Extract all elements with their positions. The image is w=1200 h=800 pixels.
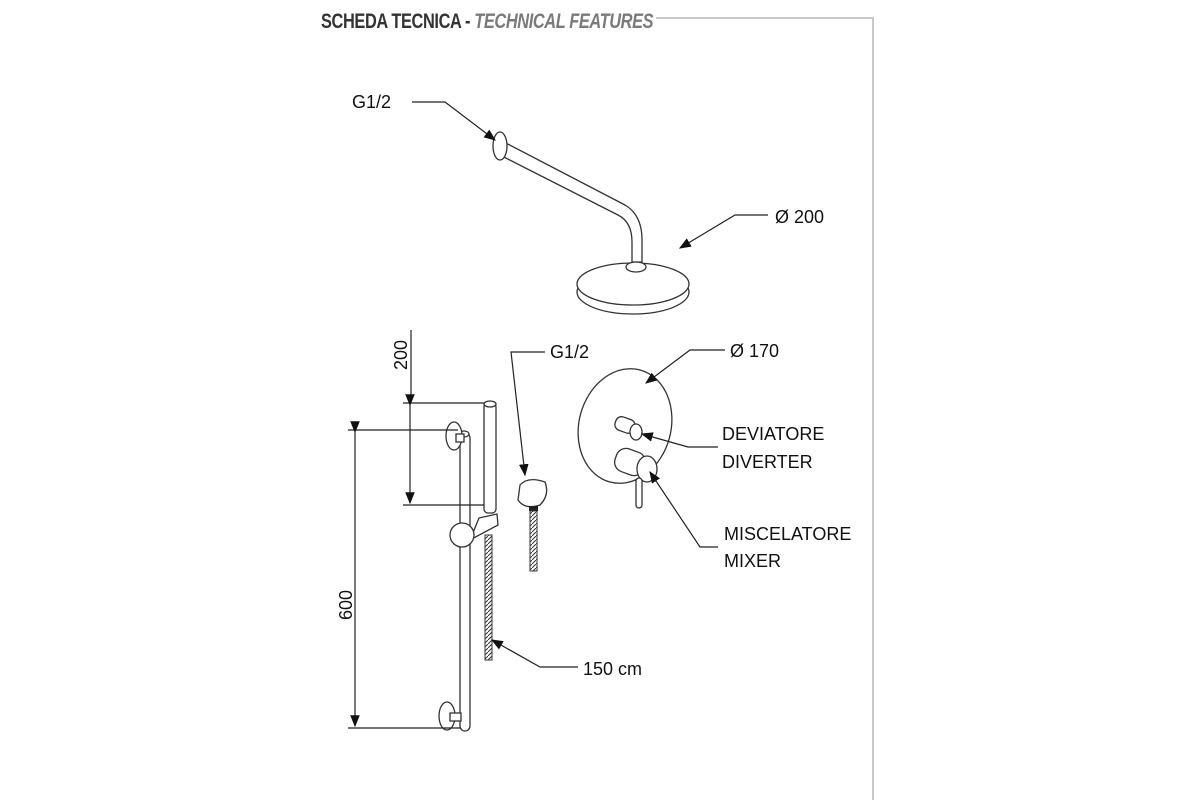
mixer-label-it: MISCELATORE xyxy=(724,524,851,544)
title-sub: TECHNICAL FEATURES xyxy=(474,10,654,33)
mixer-valve xyxy=(577,368,673,509)
frame-line xyxy=(656,17,874,800)
diverter-leader xyxy=(640,432,718,448)
hose-length-leader xyxy=(490,639,578,668)
bar-length-extension xyxy=(348,429,460,729)
wall-outlet xyxy=(517,478,548,572)
head-diameter-label: Ø 200 xyxy=(775,207,824,227)
outlet-connection-label: G1/2 xyxy=(550,342,589,362)
head-connection-label: G1/2 xyxy=(352,92,391,112)
outlet-connection-leader xyxy=(510,351,545,477)
bar-length-label: 600 xyxy=(336,590,356,620)
mixer-label-en: MIXER xyxy=(724,551,781,571)
mixer-leader xyxy=(649,471,718,548)
slide-bar xyxy=(438,400,499,732)
page-title: SCHEDA TECNICA - TECHNICAL FEATURES xyxy=(321,10,654,34)
plate-diameter-label: Ø 170 xyxy=(730,341,779,361)
diverter-label-it: DEVIATORE xyxy=(722,424,824,444)
title-main: SCHEDA TECNICA - xyxy=(321,10,475,33)
overhead-shower xyxy=(492,131,690,315)
head-diameter-leader xyxy=(678,214,768,249)
hose-length-label: 150 cm xyxy=(583,659,642,679)
head-connection-leader xyxy=(412,101,496,141)
plate-diameter-leader xyxy=(645,349,725,384)
bar-offset-extension xyxy=(403,402,484,506)
bar-offset-label: 200 xyxy=(391,340,411,370)
diverter-label-en: DIVERTER xyxy=(722,452,813,472)
